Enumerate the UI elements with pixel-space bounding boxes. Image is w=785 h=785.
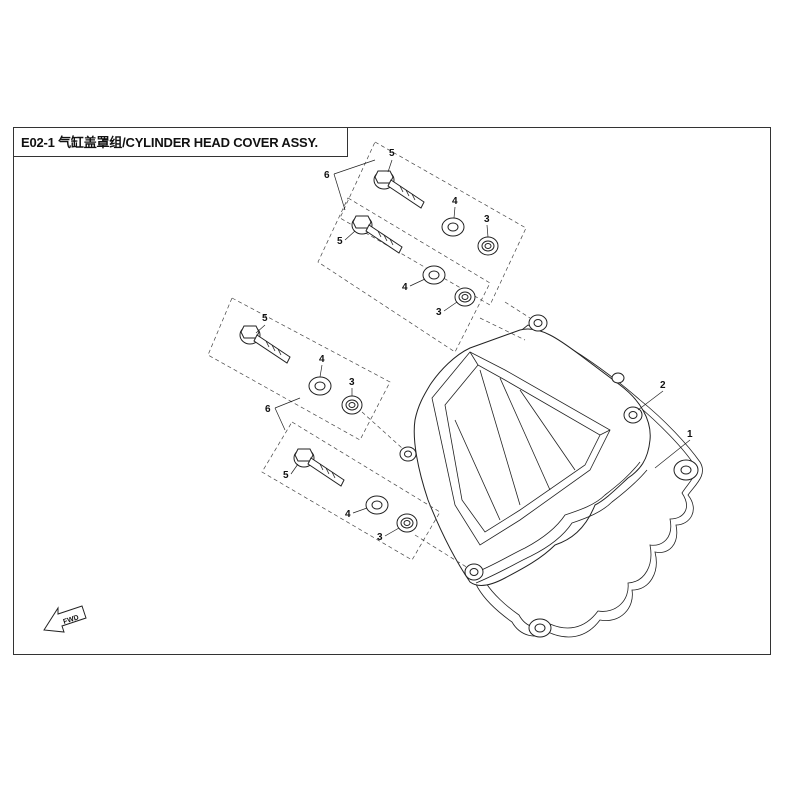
- callout-4-a: 4: [452, 196, 458, 207]
- callout-4-d: 4: [345, 509, 351, 520]
- callout-3-d: 3: [377, 532, 383, 543]
- bolt-set-c: [239, 325, 363, 415]
- callout-2: 2: [660, 380, 666, 391]
- title-block: E02-1 气缸盖罩组/CYLINDER HEAD COVER ASSY.: [13, 127, 348, 157]
- callout-5-c: 5: [262, 313, 268, 324]
- callout-5-d: 5: [283, 470, 289, 481]
- callout-3-c: 3: [349, 377, 355, 388]
- drawing-title: E02-1 气缸盖罩组/CYLINDER HEAD COVER ASSY.: [21, 135, 318, 150]
- cylinder-head-cover: [399, 314, 651, 586]
- drawing-frame: [13, 127, 771, 655]
- bolt-group-box-upper-right: [317, 141, 527, 353]
- callout-3-b: 3: [436, 307, 442, 318]
- callout-4-c: 4: [319, 354, 325, 365]
- callout-5-a: 5: [389, 148, 395, 159]
- bolt-set-d: [293, 448, 418, 533]
- callout-6-lower: 6: [265, 404, 271, 415]
- fwd-arrow-icon: FWD: [43, 605, 87, 633]
- callout-3-a: 3: [484, 214, 490, 225]
- callout-5-b: 5: [337, 236, 343, 247]
- fwd-label: FWD: [62, 614, 79, 626]
- callout-4-b: 4: [402, 282, 408, 293]
- callout-6-upper: 6: [324, 170, 330, 181]
- bolt-group-box-left: [207, 297, 441, 561]
- callout-1: 1: [687, 429, 693, 440]
